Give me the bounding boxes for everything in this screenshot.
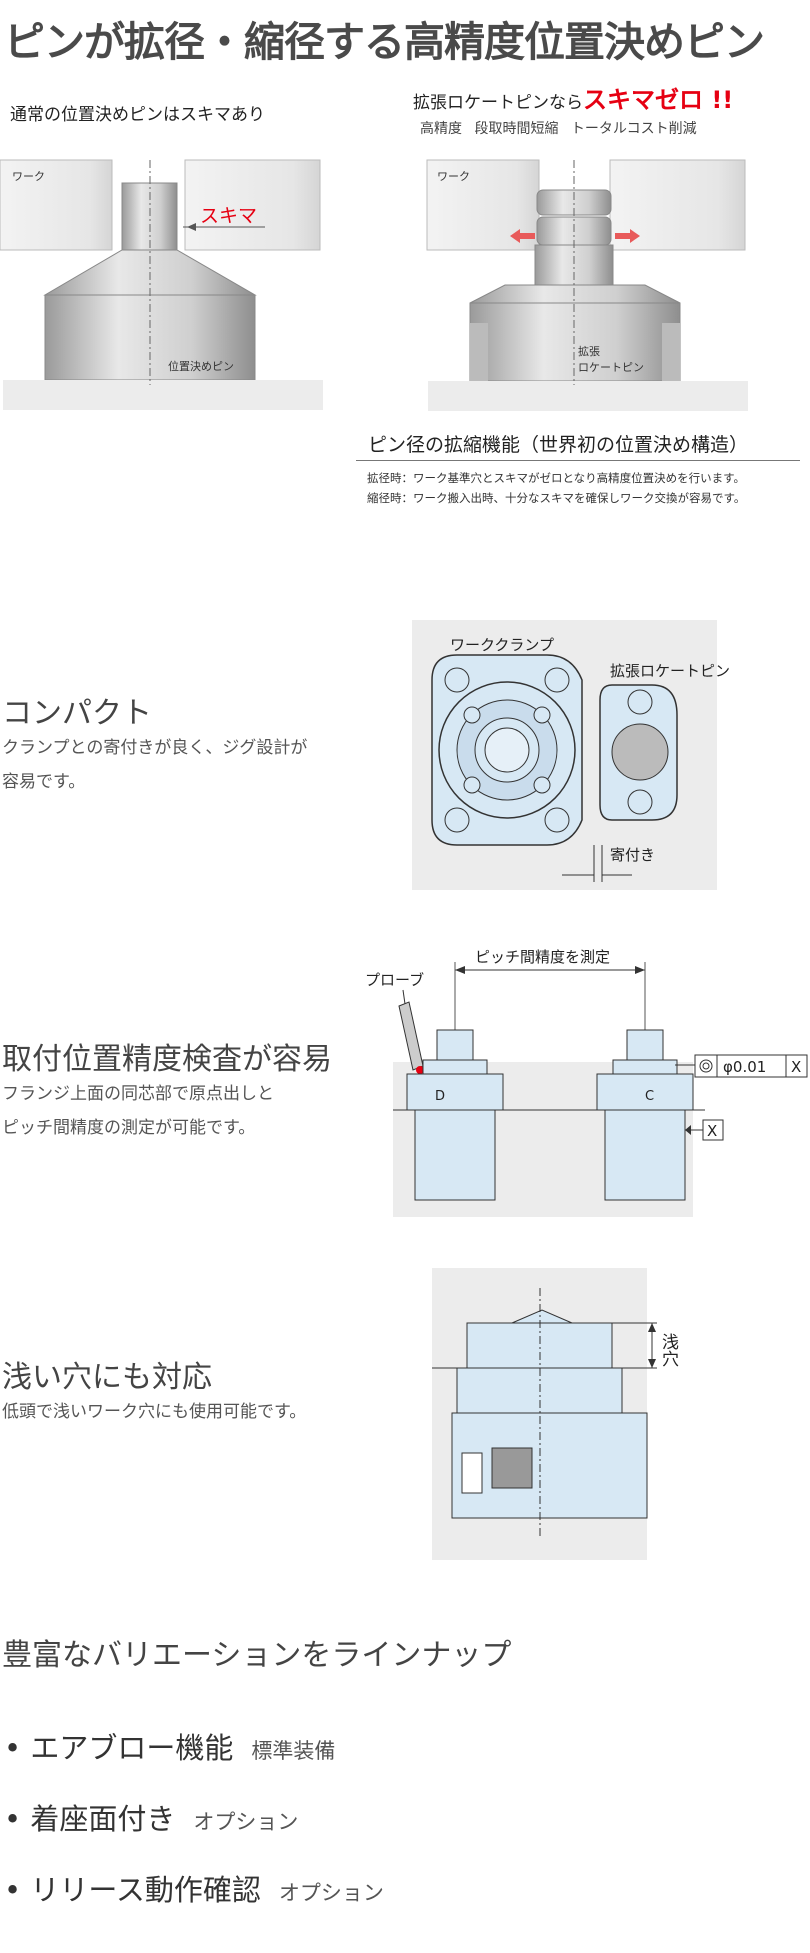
tolerance-datum: X: [791, 1058, 801, 1076]
pitch-label: ピッチ間精度を測定: [475, 948, 610, 966]
expand-pin-label-1: 拡張: [578, 344, 600, 358]
normal-pin-label: 位置決めピン: [168, 359, 234, 373]
datum-x-label: X: [707, 1122, 717, 1140]
normal-pin-caption: 通常の位置決めピンはスキマあり: [10, 105, 265, 125]
tolerance-value: φ0.01: [723, 1058, 766, 1076]
clamp-label: ワーククランプ: [450, 636, 554, 654]
variation-item: • 着座面付きオプション: [4, 1802, 299, 1836]
probe-label: プローブ: [365, 971, 424, 989]
page-title: ピンが拡径・縮径する高精度位置決めピン: [4, 18, 765, 66]
pin-c-label: C: [645, 1089, 654, 1104]
expand-pin-label-2: ロケートピン: [578, 361, 644, 374]
locate-pin-label: 拡張ロケートピン: [610, 662, 730, 680]
inspection-desc: フランジ上面の同芯部で原点出しと ピッチ間精度の測定が可能です。: [2, 1077, 274, 1145]
inspection-desc-line-2: ピッチ間精度の測定が可能です。: [2, 1118, 256, 1138]
inspection-heading: 取付位置精度検査が容易: [2, 1042, 332, 1077]
variation-note: オプション: [278, 1881, 384, 1905]
inspection-desc-line-1: フランジ上面の同芯部で原点出しと: [2, 1084, 274, 1104]
function-title: ピン径の拡縮機能（世界初の位置決め構造）: [368, 434, 749, 456]
expand-pin-caption: 拡張ロケートピンならスキマゼロ !!: [413, 80, 733, 115]
work-label-right: ワーク: [437, 170, 470, 183]
function-desc-shrink: 縮径時：ワーク搬入出時、十分なスキマを確保しワーク交換が容易です。: [367, 491, 746, 505]
expand-pin-caption-prefix: 拡張ロケートピンなら: [413, 93, 583, 113]
function-divider: [356, 460, 800, 461]
work-label-left: ワーク: [12, 170, 45, 183]
inspection-diagram: ピッチ間精度を測定 プローブ D C φ0.01 X X: [365, 948, 808, 1217]
variation-note: 標準装備: [251, 1739, 336, 1763]
function-desc-expand: 拡径時：ワーク基準穴とスキマがゼロとなり高精度位置決めを行います。: [367, 471, 746, 485]
variation-name: エアブロー機能: [30, 1731, 234, 1765]
shallow-heading: 浅い穴にも対応: [2, 1360, 212, 1395]
benefits-caption: 高精度 段取時間短縮 トータルコスト削減: [420, 121, 697, 137]
normal-pin-diagram: ワーク スキマ 位置決めピン: [0, 159, 323, 410]
gap-label: スキマ: [200, 205, 257, 227]
variation-name: 着座面付き: [30, 1802, 176, 1836]
shallow-hole-label: 浅穴: [658, 1333, 679, 1367]
expand-pin-diagram: ワーク 拡張 ロケートピン: [426, 159, 748, 411]
compact-desc-line-2: 容易です。: [2, 772, 86, 792]
zero-gap-emphasis: スキマゼロ !!: [583, 86, 734, 114]
shallow-hole-diagram: 浅穴: [432, 1268, 679, 1560]
compact-heading: コンパクト: [2, 696, 152, 731]
variations-heading: 豊富なバリエーションをラインナップ: [2, 1638, 512, 1673]
variation-item: • エアブロー機能標準装備: [4, 1731, 336, 1765]
approach-label: 寄付き: [610, 846, 655, 864]
compact-desc: クランプとの寄付きが良く、ジグ設計が 容易です。: [2, 731, 307, 799]
variation-name: リリース動作確認: [30, 1873, 261, 1907]
compact-desc-line-1: クランプとの寄付きが良く、ジグ設計が: [2, 738, 308, 758]
shallow-desc: 低頭で浅いワーク穴にも使用可能です。: [2, 1402, 307, 1422]
compact-diagram: ワーククランプ 拡張ロケートピン 寄付き: [412, 620, 730, 890]
variation-item: • リリース動作確認オプション: [4, 1873, 384, 1907]
pin-d-label: D: [435, 1089, 445, 1104]
variation-note: オプション: [193, 1810, 299, 1834]
